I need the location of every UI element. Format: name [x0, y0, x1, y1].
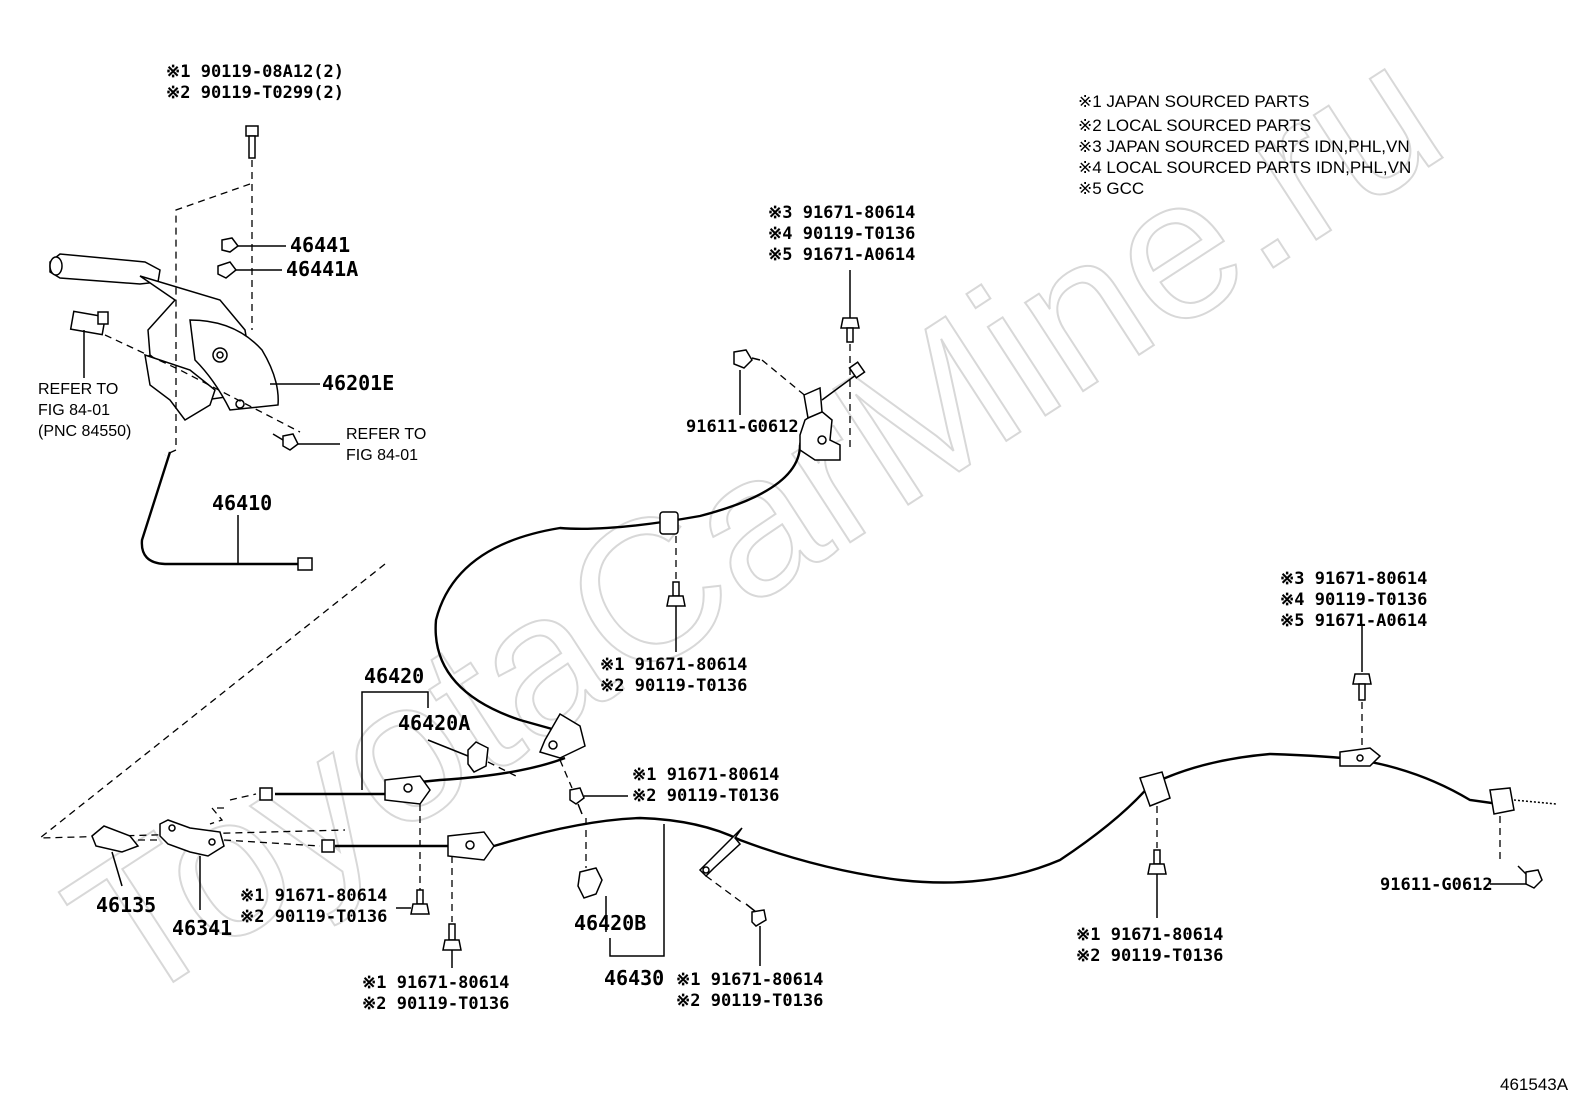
right-bottom-bolt [1147, 806, 1167, 918]
callout-text: ※2 90119-T0136 [676, 991, 823, 1011]
callout-text: ※4 90119-T0136 [1280, 590, 1427, 610]
callout-text: ※2 90119-T0136 [362, 994, 509, 1014]
right-bracket-bolt [1352, 626, 1372, 748]
rear-cable-right-46430 [321, 747, 1557, 884]
callout-text: ※1 91671-80614 [632, 765, 779, 785]
legend-item: ※5 GCC [1078, 179, 1144, 198]
legend-item: ※1 JAPAN SOURCED PARTS [1078, 92, 1310, 111]
figure-number: 461543A [1500, 1075, 1569, 1094]
callout-text: ※2 90119-T0136 [600, 676, 747, 696]
part-number-46430: 46430 [604, 966, 664, 990]
part-number-46341: 46341 [172, 916, 232, 940]
clip-46135 [91, 825, 158, 887]
mid-clamp-bolt [666, 536, 686, 652]
callout-text: ※1 90119-08A12(2) [166, 62, 344, 82]
callout-text: ※2 90119-T0136 [632, 786, 779, 806]
part-number-46135: 46135 [96, 893, 156, 917]
callout-text: ※1 91671-80614 [240, 886, 387, 906]
nut-46441A [217, 261, 282, 279]
part-number-91611-G0612: 91611-G0612 [686, 417, 799, 437]
legend-item: ※2 LOCAL SOURCED PARTS [1078, 116, 1311, 135]
equalizer-bolt [559, 759, 628, 815]
part-number-46441: 46441 [290, 233, 350, 257]
part-number-46410: 46410 [212, 491, 272, 515]
callout-text: ※3 91671-80614 [768, 203, 915, 223]
front-cable-46410 [140, 451, 313, 571]
part-number-91611-G0612: 91611-G0612 [1380, 875, 1493, 895]
upper-hex-bolt [733, 349, 809, 415]
top-bolt [245, 125, 259, 330]
left-lower-bolt [396, 804, 430, 915]
left-bottom-bolt [442, 856, 462, 968]
lever-mount-bolt [272, 433, 340, 451]
right-hex-bolt [1490, 816, 1543, 889]
part-number-46420: 46420 [364, 664, 424, 688]
nut-46441 [221, 237, 286, 253]
center-bottom-bolt [705, 875, 767, 966]
refer-note: (PNC 84550) [38, 423, 131, 440]
refer-note: FIG 84-01 [38, 402, 110, 419]
parking-brake-lever [49, 253, 279, 421]
refer-note: FIG 84-01 [346, 447, 418, 464]
callout-text: ※2 90119-T0136 [240, 907, 387, 927]
refer-note: REFER TO [38, 381, 118, 398]
clip-46420A [427, 739, 521, 779]
callout-text: ※3 91671-80614 [1280, 569, 1427, 589]
callout-text: ※5 91671-A0614 [768, 245, 915, 265]
part-number-46420A: 46420A [398, 711, 470, 735]
callout-text: ※1 91671-80614 [676, 970, 823, 990]
legend: ※1 JAPAN SOURCED PARTS ※2 LOCAL SOURCED … [1078, 92, 1411, 198]
part-number-46201E: 46201E [322, 371, 394, 395]
callout-text: ※2 90119-T0136 [1076, 946, 1223, 966]
callout-text: ※5 91671-A0614 [1280, 611, 1427, 631]
clip-46420B [577, 818, 607, 932]
equalizer-46341 [159, 793, 321, 910]
legend-item: ※4 LOCAL SOURCED PARTS IDN,PHL,VN [1078, 158, 1411, 177]
rear-cable-left-46420 [259, 407, 817, 805]
callout-text: ※1 91671-80614 [362, 973, 509, 993]
refer-note: REFER TO [346, 426, 426, 443]
upper-bracket-bolt [840, 270, 860, 452]
callout-text: ※2 90119-T0299(2) [166, 83, 344, 103]
callout-text: ※1 91671-80614 [1076, 925, 1223, 945]
callout-text: ※4 90119-T0136 [768, 224, 915, 244]
upper-bracket [799, 361, 866, 461]
callout-text: ※1 91671-80614 [600, 655, 747, 675]
legend-item: ※3 JAPAN SOURCED PARTS IDN,PHL,VN [1078, 137, 1410, 156]
part-number-46420B: 46420B [574, 911, 646, 935]
part-number-46441A: 46441A [286, 257, 358, 281]
